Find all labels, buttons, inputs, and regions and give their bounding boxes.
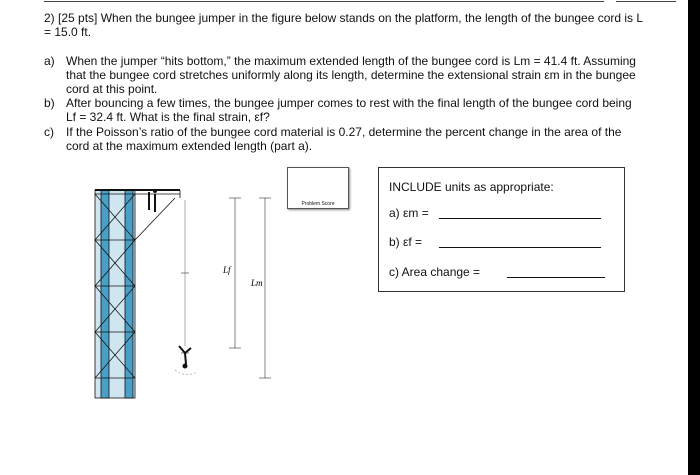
lf-label: Lf [222,265,232,275]
part-label: a) [44,54,55,68]
top-divider-right [616,1,676,2]
question-stem: When the bungee jumper in the figure bel… [44,11,643,39]
answer-row-b: b) εf = [389,235,601,249]
answer-box: INCLUDE units as appropriate: a) εm = b)… [378,167,625,292]
answer-row-c: c) Area change = [389,265,605,279]
answer-label: a) [389,206,400,220]
answer-symbol: εf = [403,235,423,249]
answer-row-a: a) εm = [389,206,601,220]
part-text: If the Poisson’s ratio of the bungee cor… [66,125,622,153]
answer-label: b) [389,235,400,249]
problem-score-label: Problem Score [301,201,335,207]
answer-box-title: INCLUDE units as appropriate: [389,180,554,194]
top-divider [44,1,604,2]
answer-blank-a[interactable] [439,218,601,219]
question-number: 2) [44,11,55,25]
lm-label: Lm [250,278,263,288]
problem-score-box: Problem Score [287,167,349,209]
dimension-lines [229,197,271,379]
part-label: c) [44,125,54,139]
answer-symbol: εm = [403,206,429,220]
question-points: [25 pts] [58,11,98,25]
answer-blank-b[interactable] [439,247,601,248]
part-a: a) When the jumper “hits bottom,” the ma… [44,54,644,96]
answer-symbol: Area change = [401,265,481,279]
jumper-on-platform [148,189,157,212]
jumper-hanging [174,345,198,375]
part-c: c) If the Poisson’s ratio of the bungee … [44,125,644,153]
bungee-cord [181,200,189,354]
answer-blank-c[interactable] [507,277,605,278]
bungee-tower-figure: Lf Lm [94,189,271,399]
part-b: b) After bouncing a few times, the bunge… [44,96,644,124]
part-label: b) [44,96,55,110]
part-text: After bouncing a few times, the bungee j… [66,96,632,124]
answer-label: c) [389,265,399,279]
tower-frame [94,189,181,399]
question-header: 2) [25 pts] When the bungee jumper in th… [44,11,644,39]
part-text: When the jumper “hits bottom,” the maxim… [66,54,636,96]
